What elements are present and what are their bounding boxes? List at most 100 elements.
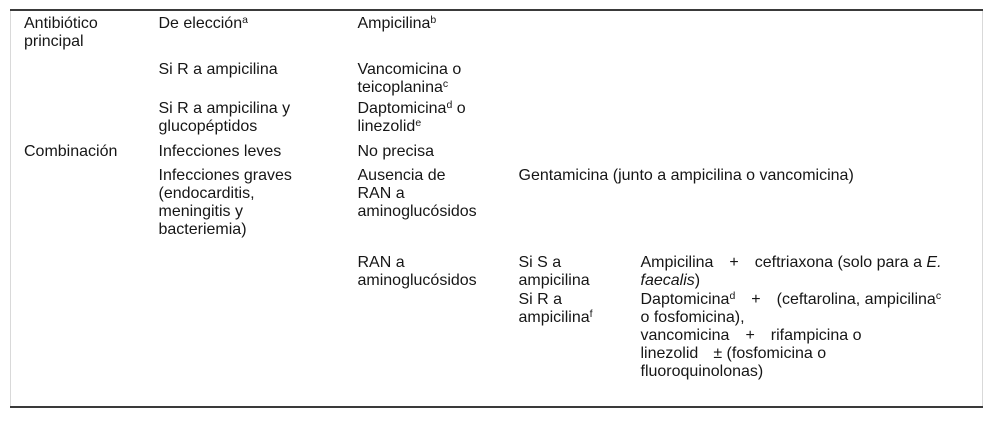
table-cell	[11, 51, 159, 97]
cell-line: teicoplaninac	[357, 77, 519, 97]
cell-line: Si R a ampicilina y	[159, 100, 358, 118]
text-segment: Daptomicina	[640, 291, 730, 308]
text-segment: teicoplanina	[357, 79, 443, 96]
table-cell	[519, 136, 641, 161]
cell-line: meningitis y	[159, 203, 358, 221]
text-segment: Daptomicina	[357, 100, 447, 117]
text-segment: +	[729, 254, 739, 271]
cell-line: Gentamicina (junto a ampicilina o vancom…	[519, 167, 983, 185]
cell-line: principal	[24, 33, 159, 51]
cell-line: linezolide	[357, 116, 519, 136]
cell-line: faecalis)	[641, 272, 983, 290]
table-cell	[159, 239, 358, 290]
cell-line: ampicilinaf	[518, 308, 641, 327]
cell-line: o fosfomicina),	[641, 309, 983, 327]
text-segment: Si S a	[518, 254, 562, 271]
text-segment: vancomicina	[640, 327, 730, 344]
cell-line: (endocarditis,	[159, 185, 358, 203]
table-cell	[519, 51, 641, 97]
text-segment: ± (fosfomicina o	[713, 345, 827, 362]
text-segment: No precisa	[357, 143, 434, 160]
text-segment: E.	[926, 254, 942, 271]
text-segment: Infecciones graves	[158, 167, 292, 184]
table-cell	[11, 239, 159, 290]
cell-line: RAN a	[358, 254, 519, 272]
cell-line: Infecciones graves	[159, 167, 358, 185]
text-segment: Antibiótico	[24, 15, 98, 32]
text-segment: (ceftarolina, ampicilina	[776, 291, 936, 308]
table-cell	[519, 10, 641, 51]
cell-line: Daptomicinad + (ceftarolina, ampicilinac	[640, 289, 983, 309]
footnote-marker: c	[442, 77, 449, 90]
cell-line: glucopéptidos	[159, 118, 358, 136]
table-cell: Gentamicina (junto a ampicilina o vancom…	[519, 161, 983, 239]
text-segment: Si R a ampicilina y	[158, 100, 291, 117]
cell-line: De eleccióna	[159, 13, 358, 33]
text-segment: linezolid	[357, 118, 416, 135]
footnote-marker: e	[415, 116, 422, 129]
text-segment: glucopéptidos	[158, 118, 258, 135]
footnote-marker: d	[729, 289, 736, 302]
cell-line: Ampicilina+ceftriaxona (solo para a E.	[641, 254, 983, 272]
cell-line: aminoglucósidos	[358, 203, 519, 221]
cell-line: linezolid± (fosfomicina o	[641, 345, 983, 363]
cell-line: Ampicilinab	[357, 14, 519, 33]
text-segment: ampicilina	[518, 272, 590, 289]
cell-line: Combinación	[24, 143, 159, 161]
text-segment: Si R a	[518, 291, 563, 308]
cell-line: bacteriemia)	[159, 221, 358, 239]
text-segment: +	[751, 291, 761, 308]
footnote-marker: c	[935, 289, 942, 302]
table-cell	[11, 161, 159, 239]
text-segment: o	[452, 100, 466, 117]
table-cell	[159, 290, 358, 407]
text-segment: faecalis	[640, 272, 695, 289]
table-cell	[519, 97, 641, 136]
footnote-marker: a	[242, 13, 248, 26]
cell-line: aminoglucósidos	[358, 272, 519, 290]
text-segment: RAN a	[357, 254, 405, 271]
table-cell: Ampicilinab	[358, 10, 519, 51]
cell-line: Daptomicinad o	[357, 98, 519, 118]
table-cell: Infecciones graves(endocarditis,meningit…	[159, 161, 358, 239]
page: { "colors": { "rule": "#3a3a3a", "side_b…	[0, 9, 992, 421]
table-cell	[641, 97, 983, 136]
text-segment: o fosfomicina),	[640, 309, 745, 326]
table-cell	[641, 136, 983, 161]
table-cell: No precisa	[358, 136, 519, 161]
table-cell: Ampicilina+ceftriaxona (solo para a E.fa…	[641, 239, 983, 290]
table-cell	[641, 10, 983, 51]
text-segment: fluoroquinolonas)	[640, 363, 764, 380]
cell-line: Si R a	[519, 291, 641, 309]
table-cell: De eleccióna	[159, 10, 358, 51]
cell-line: No precisa	[358, 143, 519, 161]
text-segment: rifampicina o	[770, 327, 862, 344]
cell-line: fluoroquinolonas)	[641, 363, 983, 381]
table-row: Infecciones graves(endocarditis,meningit…	[11, 161, 983, 239]
cell-line: RAN a	[358, 185, 519, 203]
text-segment: RAN a	[357, 185, 405, 202]
text-segment: Ausencia de	[357, 167, 446, 184]
text-segment: Vancomicina o	[357, 61, 462, 78]
text-segment: ampicilina	[518, 309, 590, 326]
cell-line: Infecciones leves	[159, 143, 358, 161]
table-cell	[358, 290, 519, 407]
footnote-marker: d	[446, 98, 453, 111]
table-cell: Daptomicinad + (ceftarolina, ampicilinac o …	[641, 290, 983, 407]
text-segment: )	[694, 272, 701, 289]
cell-line: Ausencia de	[358, 167, 519, 185]
text-segment: Ampicilina	[357, 15, 431, 32]
